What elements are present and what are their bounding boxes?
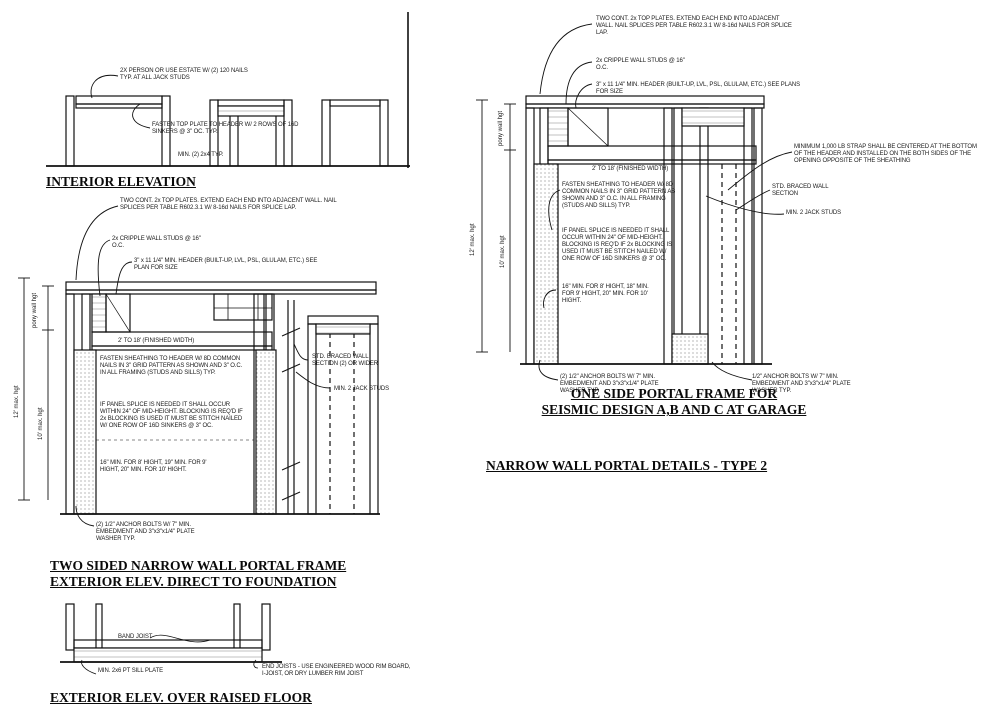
one-side-note-width: 2' TO 18' (FINISHED WIDTH) [592, 166, 669, 172]
one-side-note-cripple: 2x CRIPPLE WALL STUDS @ 16" O.C. [596, 58, 685, 71]
two-sided-dim-12: 12' max. hgt [14, 385, 20, 419]
two-sided-note-jack: MIN. 2 JACK STUDS [334, 386, 389, 392]
one-side-note-top-plates: TWO CONT. 2x TOP PLATES. EXTEND EACH END… [596, 16, 792, 36]
raised-note-min: MIN. 2x6 PT SILL PLATE [98, 668, 164, 674]
raised-floor-title: EXTERIOR ELEV. OVER RAISED FLOOR [50, 690, 312, 705]
one-side-note-header: 3" x 11 1/4" MIN. HEADER (BUILT-UP, LVL,… [596, 82, 800, 95]
one-side-note-panel: IF PANEL SPLICE IS NEEDED IT SHALL OCCUR… [562, 228, 673, 262]
one-side-note-anchor-right: 1/2" ANCHOR BOLTS W/ 7" MIN. EMBEDMENT A… [752, 374, 851, 394]
two-sided-note-fasten: FASTEN SHEATHING TO HEADER W/ 8D COMMON … [100, 356, 243, 376]
raised-note-band: BAND JOIST [118, 634, 153, 640]
one-side-note-jack: MIN. 2 JACK STUDS [786, 210, 841, 216]
two-sided-note-width: 2' TO 18' (FINISHED WIDTH) [118, 338, 195, 344]
narrow-wall-title: NARROW WALL PORTAL DETAILS - TYPE 2 [486, 458, 768, 473]
one-side-portal-drawing [476, 23, 793, 381]
one-side-note-braced: STD. BRACED WALL SECTION [772, 184, 829, 197]
one-side-note-heights: 16" MIN. FOR 8' HIGHT, 18" MIN. FOR 9' H… [562, 284, 649, 304]
one-side-note-strap: MINIMUM 1,000 LB STRAP SHALL BE CENTERED… [794, 144, 977, 164]
one-side-dim-10: 10' max. hgt [500, 235, 506, 269]
two-sided-note-anchor: (2) 1/2" ANCHOR BOLTS W/ 7" MIN. EMBEDME… [96, 522, 195, 542]
two-sided-title-2: EXTERIOR ELEV. DIRECT TO FOUNDATION [50, 574, 337, 589]
interior-elevation-drawing [46, 12, 410, 168]
two-sided-dim-pony: pony wall hgt [32, 292, 38, 328]
two-sided-title-1: TWO SIDED NARROW WALL PORTAL FRAME [50, 558, 347, 573]
interior-note-min: MIN. (2) 2x4 TYP. [178, 152, 224, 158]
interior-note-fasten: FASTEN TOP PLATE TO HEADER W/ 2 ROWS OF … [152, 122, 299, 135]
raised-floor-drawing [60, 603, 282, 675]
one-side-dim-12: 12' max. hgt [470, 223, 476, 257]
two-sided-note-panel: IF PANEL SPLICE IS NEEDED IT SHALL OCCUR… [100, 402, 243, 429]
two-sided-note-heights: 16" MIN. FOR 8' HIGHT, 19" MIN. FOR 9' H… [100, 460, 207, 473]
one-side-title-1: ONE SIDE PORTAL FRAME FOR [570, 386, 778, 401]
two-sided-note-header: 3" x 11 1/4" MIN. HEADER (BUILT-UP, LVL,… [134, 258, 318, 271]
two-sided-portal-drawing [18, 205, 380, 527]
interior-note-top: 2X PERSON OR USE ESTATE W/ (2) 120 NAILS… [120, 68, 248, 81]
raised-note-end: END JOISTS - USE ENGINEERED WOOD RIM BOA… [262, 664, 411, 677]
two-sided-dim-10: 10' max. hgt [38, 407, 44, 441]
one-side-note-fasten: FASTEN SHEATHING TO HEADER W/ 8D COMMON … [562, 182, 676, 209]
two-sided-note-cripple: 2x CRIPPLE WALL STUDS @ 16" O.C. [112, 236, 201, 249]
two-sided-note-braced: STD. BRACED WALL SECTION (2) OR WIDER [312, 354, 379, 367]
two-sided-note-top-plates: TWO CONT. 2x TOP PLATES. EXTEND EACH END… [120, 198, 337, 211]
one-side-title-2: SEISMIC DESIGN A,B AND C AT GARAGE [541, 402, 807, 417]
interior-elevation-title: INTERIOR ELEVATION [46, 174, 196, 189]
one-side-note-anchor-left: (2) 1/2" ANCHOR BOLTS W/ 7" MIN. EMBEDME… [560, 374, 659, 394]
one-side-dim-pony: pony wall hgt [498, 110, 504, 146]
